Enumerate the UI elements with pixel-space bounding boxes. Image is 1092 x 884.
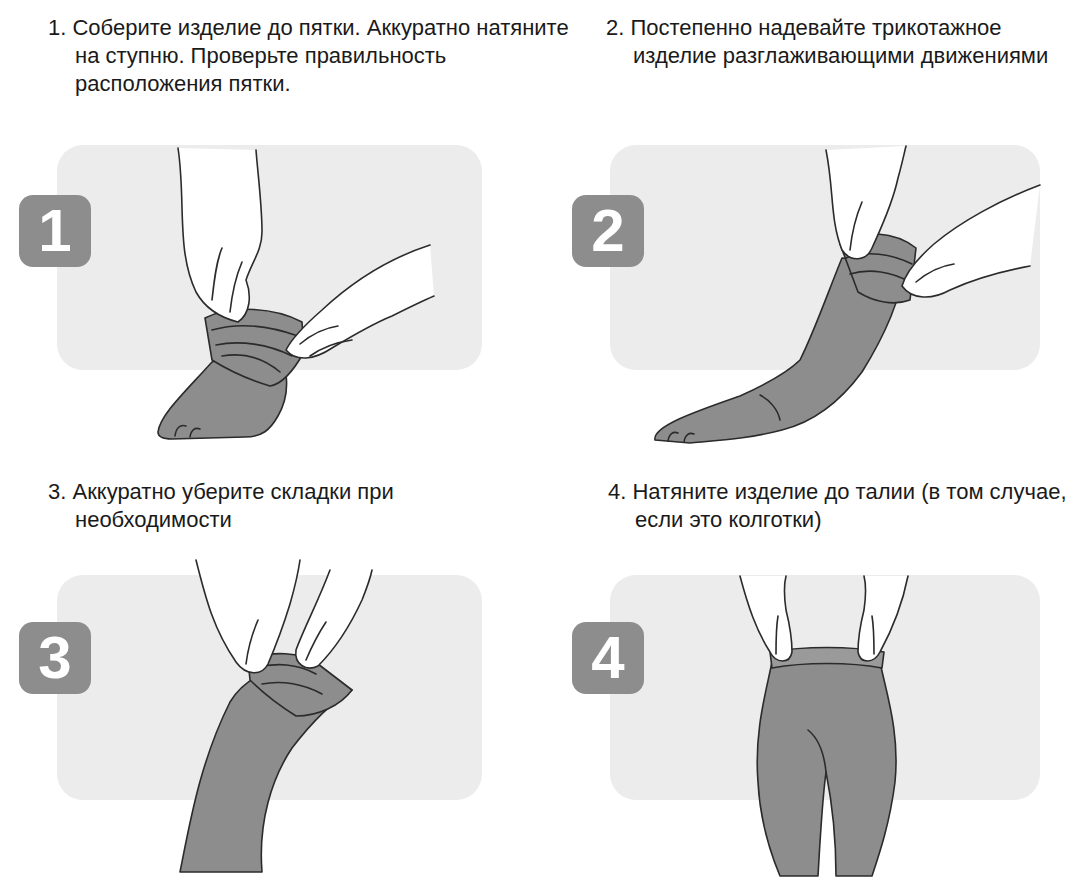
- step-caption: 4. Натяните изделие до талии (в том случ…: [608, 478, 1086, 534]
- scene-knee: [180, 560, 372, 872]
- finger-lines: [212, 248, 242, 312]
- sock-folds: [212, 326, 298, 372]
- finger-lines: [850, 202, 862, 250]
- left-hand: [178, 148, 262, 322]
- right-hand: [286, 245, 434, 358]
- finger-lines: [916, 264, 954, 282]
- panels: [57, 145, 1040, 800]
- tights-seam: [808, 730, 826, 772]
- leg-lines: [668, 395, 780, 442]
- right-hand: [296, 570, 372, 668]
- finger-lines: [246, 620, 258, 664]
- scene-leg: [655, 146, 1040, 443]
- left-hand: [740, 576, 792, 661]
- toe-lines: [175, 425, 200, 437]
- step-caption: 3. Аккуратно уберите складки при необход…: [48, 478, 478, 534]
- step-badge: 4: [572, 622, 644, 694]
- scene-foot: [158, 148, 434, 439]
- step-number: 1: [38, 201, 71, 261]
- finger-lines: [300, 326, 352, 356]
- right-hand: [858, 576, 908, 661]
- step-number: 4: [591, 628, 624, 688]
- finger-lines: [872, 616, 874, 654]
- right-hand: [902, 185, 1040, 297]
- step-badge: 2: [572, 195, 644, 267]
- left-hand: [196, 560, 300, 673]
- tights: [757, 662, 896, 876]
- step-badge: 3: [19, 622, 91, 694]
- step-number: 3: [38, 628, 71, 688]
- step-number: 2: [591, 201, 624, 261]
- finger-lines: [776, 616, 778, 654]
- step-caption: 2. Постепенно надевайте трикотажное изде…: [606, 14, 1086, 70]
- step-caption: 1. Соберите изделие до пятки. Аккуратно …: [48, 14, 578, 98]
- finger-lines: [306, 622, 326, 660]
- step-badge: 1: [19, 195, 91, 267]
- scene-waist: [740, 576, 908, 876]
- stocking-folds: [256, 665, 322, 694]
- left-hand: [826, 146, 906, 259]
